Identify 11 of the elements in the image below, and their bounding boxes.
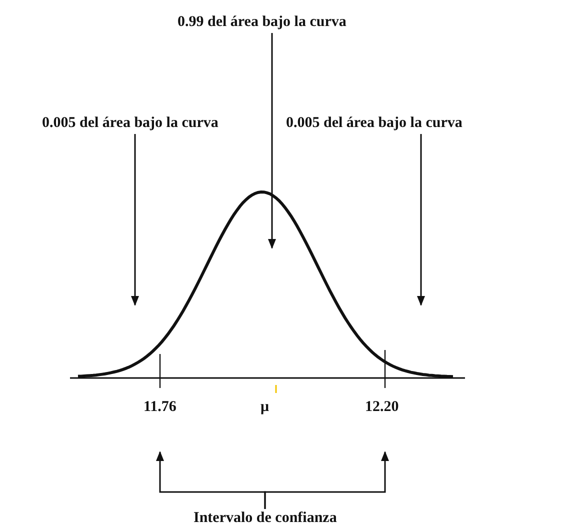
annotation-text: 0.005 del área bajo la curva	[42, 114, 218, 132]
annotation-text: Intervalo de confianza	[194, 509, 337, 527]
leader-arrow	[131, 134, 139, 306]
annotation-text: 12.20	[365, 398, 399, 416]
bracket-arrow	[264, 451, 389, 509]
annotation-text: 11.76	[144, 398, 176, 416]
leader-arrow	[417, 134, 425, 306]
annotation-text: 0.005 del área bajo la curva	[286, 114, 462, 132]
annotation-text: 0.99 del área bajo la curva	[178, 13, 346, 31]
leader-arrow	[268, 33, 276, 249]
mean-symbol: μ	[260, 398, 270, 416]
